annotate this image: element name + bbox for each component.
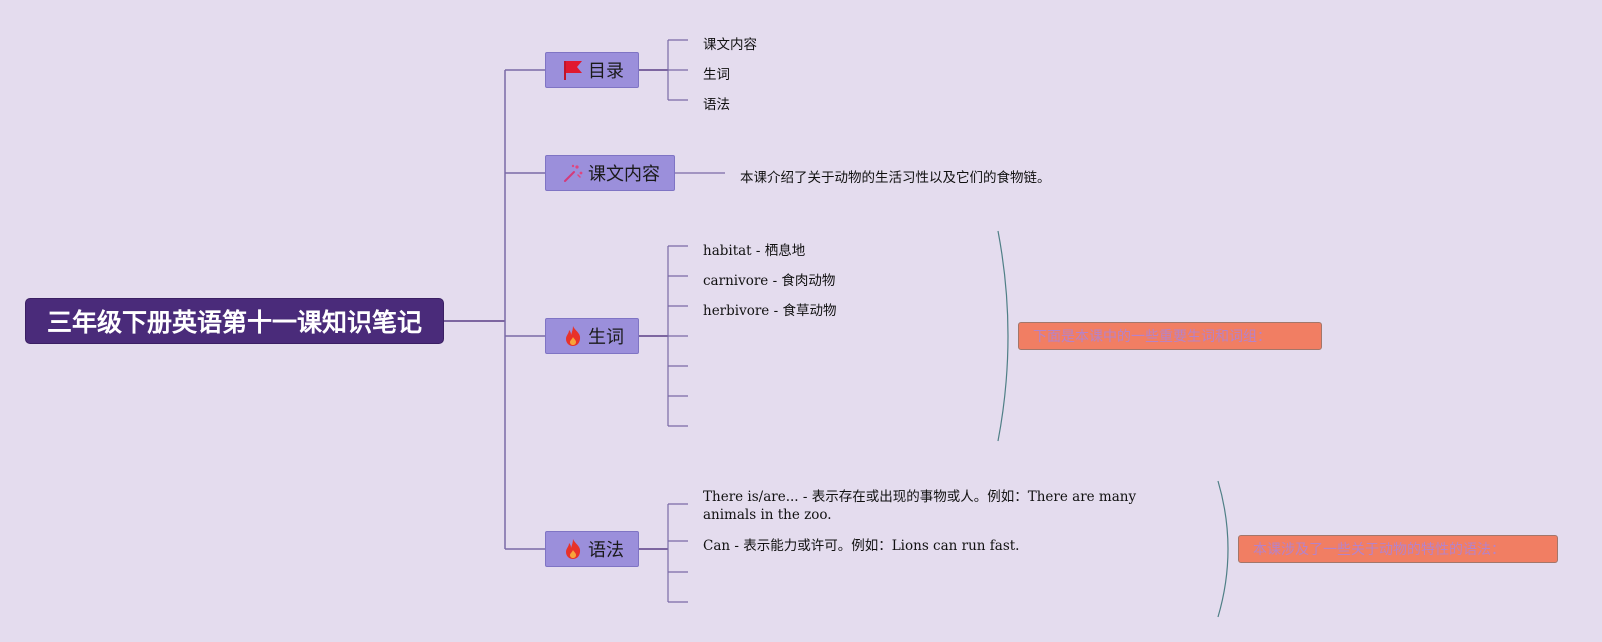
vocab-item[interactable]: habitat - 栖息地 [703,243,806,259]
root-topic-label: 三年级下册英语第十一课知识笔记 [46,308,422,337]
branch-grammar[interactable]: 语法 [545,531,639,567]
branch-table-of-contents[interactable]: 目录 [545,52,639,88]
sparkle-icon [562,162,584,184]
branch-label: 生词 [588,327,624,348]
grammar-item[interactable]: There is/are... - 表示存在或出现的事物或人。例如：There … [703,489,1137,523]
grammar-item[interactable]: Can - 表示能力或许可。例如：Lions can run fast. [703,538,1020,554]
fire-icon [562,325,584,347]
branch-label: 语法 [588,540,624,561]
grammar-summary-brace [1217,480,1229,618]
root-topic[interactable]: 三年级下册英语第十一课知识笔记 [25,298,444,344]
branch-label: 课文内容 [588,164,660,185]
fire-icon [562,538,584,560]
vocab-ticks [668,245,688,427]
text-content-item[interactable]: 本课介绍了关于动物的生活习性以及它们的食物链。 [740,170,1051,186]
vocab-item[interactable]: herbivore - 食草动物 [703,303,837,319]
branch-vocabulary[interactable]: 生词 [545,318,639,354]
vocab-summary-brace [997,230,1009,442]
grammar-ticks [668,503,688,603]
toc-ticks [668,39,688,101]
summary-label: 下面是本课中的一些重要生词和词组： [1033,329,1271,345]
toc-item[interactable]: 语法 [703,97,730,113]
summary-label: 本课涉及了一些关于动物的特性的语法： [1253,542,1505,558]
branch-text-content[interactable]: 课文内容 [545,155,675,191]
toc-item[interactable]: 课文内容 [703,37,757,53]
vocab-item[interactable]: carnivore - 食肉动物 [703,273,836,289]
branch-label: 目录 [588,61,624,82]
grammar-summary[interactable]: 本课涉及了一些关于动物的特性的语法： [1238,535,1558,563]
flag-icon [562,59,584,81]
vocab-summary[interactable]: 下面是本课中的一些重要生词和词组： [1018,322,1322,350]
toc-item[interactable]: 生词 [703,67,730,83]
